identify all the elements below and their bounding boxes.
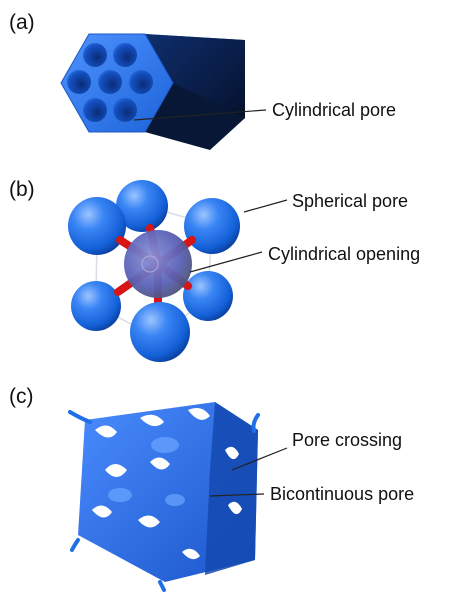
callout-cylindrical-opening: Cylindrical opening [268, 244, 421, 264]
leader-line-cylindrical-pore [133, 109, 267, 121]
leader-line-cylindrical-opening [189, 251, 263, 273]
spherical-pore [184, 198, 240, 254]
panel-a-label: (a) [9, 11, 35, 34]
pore-hole [113, 98, 137, 122]
bicontinuous-structure [68, 402, 260, 592]
pore-hole [129, 70, 153, 94]
prism-bottom-face [145, 83, 245, 150]
pore-hole [113, 43, 137, 67]
spherical-pore [68, 197, 126, 255]
leader-line-pore-crossing [231, 447, 288, 471]
sphere-cluster [68, 180, 240, 362]
spherical-pore [71, 281, 121, 331]
callout-bicontinuous-pore: Bicontinuous pore [270, 484, 415, 504]
callout-spherical-pore: Spherical pore [292, 191, 409, 211]
pore-hole [83, 98, 107, 122]
spherical-pore [183, 271, 233, 321]
pore-hole [83, 43, 107, 67]
pore-hole [98, 70, 122, 94]
spherical-pore [116, 180, 168, 232]
leader-line-spherical-pore [243, 199, 288, 213]
panel-b-label: (b) [9, 178, 35, 201]
leader-line-bicontinuous-pore [209, 493, 265, 497]
callout-cylindrical-pore: Cylindrical pore [272, 100, 397, 120]
callout-pore-crossing: Pore crossing [292, 430, 403, 450]
pore-hole [67, 70, 91, 94]
panel-c-label: (c) [9, 385, 34, 408]
hexagonal-prism [60, 33, 245, 150]
spherical-pore [130, 302, 190, 362]
